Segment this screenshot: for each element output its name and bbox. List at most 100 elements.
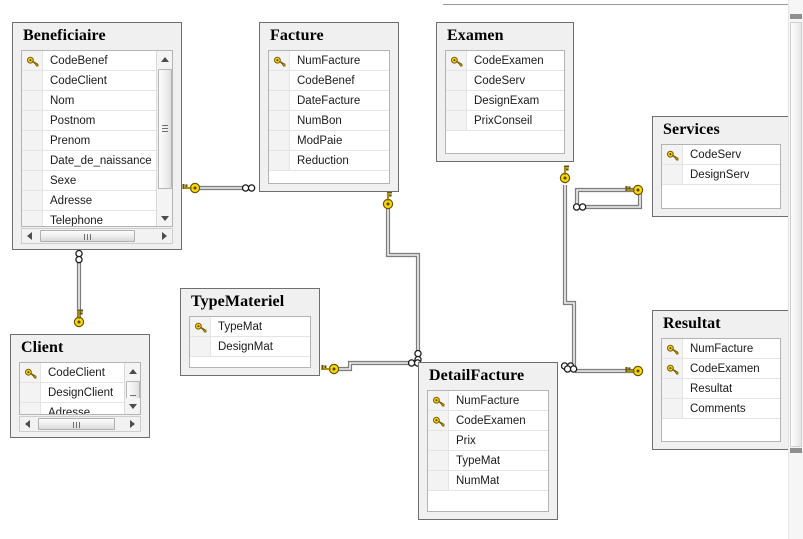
rel-typemateriel-detailfacture[interactable] (321, 359, 422, 375)
field-row[interactable]: DesignServ (662, 165, 780, 185)
row-gutter (22, 71, 43, 90)
field-name: CodeBenef (50, 54, 108, 67)
field-row[interactable]: CodeClient (22, 71, 172, 91)
grid-hscroll-thumb[interactable] (40, 230, 135, 242)
field-row[interactable]: NumFacture (428, 391, 548, 411)
scroll-left-arrow-icon[interactable] (20, 417, 36, 431)
scroll-up-arrow-icon[interactable] (157, 51, 172, 67)
field-row[interactable]: PrixConseil (446, 111, 564, 131)
field-row[interactable]: NumFacture (269, 51, 389, 71)
field-row[interactable]: TypeMat (428, 451, 548, 471)
field-row[interactable]: CodeServ (446, 71, 564, 91)
field-row[interactable]: NumMat (428, 471, 548, 491)
key-icon (433, 415, 445, 427)
rel-examen-detailfacture[interactable] (559, 165, 577, 370)
scroll-right-arrow-icon[interactable] (124, 417, 140, 431)
field-row[interactable]: ModPaie (269, 131, 389, 151)
field-name: NumFacture (690, 342, 754, 355)
field-row[interactable]: Sexe (22, 171, 172, 191)
field-row[interactable]: CodeExamen (428, 411, 548, 431)
field-row[interactable]: Date_de_naissance (22, 151, 172, 171)
scrollbar-thumb[interactable] (790, 22, 802, 447)
scroll-right-arrow-icon[interactable] (156, 229, 172, 243)
field-name: DateFacture (297, 94, 361, 107)
field-row[interactable]: Nom (22, 91, 172, 111)
key-icon (667, 149, 679, 161)
relationship-infinity-icon (560, 362, 575, 370)
field-row[interactable]: DesignExam (446, 91, 564, 111)
field-name: Comments (690, 402, 746, 415)
row-gutter (428, 511, 449, 512)
row-gutter (20, 383, 41, 402)
field-row[interactable]: Postnom (22, 111, 172, 131)
grid-horizontal-scrollbar[interactable] (21, 228, 173, 244)
field-row[interactable]: Prenom (22, 131, 172, 151)
field-row[interactable]: DesignMat (190, 337, 310, 357)
field-row[interactable]: CodeBenef (22, 51, 172, 71)
primary-key-icon (190, 317, 211, 336)
field-row[interactable]: DateFacture (269, 91, 389, 111)
rel-detailfacture-resultat[interactable] (563, 365, 644, 377)
row-gutter (22, 211, 43, 226)
field-row[interactable]: Adresse (22, 191, 172, 211)
scroll-left-arrow-icon[interactable] (22, 229, 38, 243)
rel-beneficiaire-facture[interactable] (182, 182, 256, 194)
row-gutter (269, 131, 290, 150)
field-row[interactable]: Adresse (20, 403, 140, 414)
field-row[interactable]: Resultat (662, 379, 780, 399)
scroll-down-arrow-icon[interactable] (125, 398, 140, 414)
field-row[interactable]: TypeMat (190, 317, 310, 337)
field-name: Prix (456, 434, 476, 447)
field-row[interactable]: Telephone (22, 211, 172, 226)
field-row[interactable]: Prix (428, 431, 548, 451)
field-name: TypeMat (218, 320, 263, 333)
grid-vertical-scrollbar[interactable] (124, 363, 140, 414)
empty-row (662, 439, 780, 441)
rel-facture-detailfacture[interactable] (382, 191, 422, 364)
grid-hscroll-thumb[interactable] (38, 418, 115, 430)
rel-client-beneficiaire[interactable] (73, 249, 85, 328)
field-row[interactable]: NumFacture (662, 339, 780, 359)
empty-row (662, 185, 780, 205)
scroll-down-arrow-icon[interactable] (157, 210, 172, 226)
row-gutter (446, 111, 467, 130)
field-row[interactable]: Comments (662, 399, 780, 419)
field-row[interactable]: Reduction (269, 151, 389, 171)
row-gutter (269, 91, 290, 110)
grid-scroll-thumb[interactable] (158, 69, 172, 189)
field-row[interactable]: CodeClient (20, 363, 140, 383)
field-row[interactable]: CodeServ (662, 145, 780, 165)
field-row[interactable]: CodeExamen (662, 359, 780, 379)
field-row[interactable]: CodeBenef (269, 71, 389, 91)
relationship-key-icon (321, 363, 340, 375)
row-gutter (662, 379, 683, 398)
field-row[interactable]: NumBon (269, 111, 389, 131)
table-title: DetailFacture (429, 367, 525, 384)
row-gutter (269, 71, 290, 90)
canvas-vertical-scrollbar[interactable] (788, 0, 803, 539)
grid-vertical-scrollbar[interactable] (156, 51, 172, 226)
rel-services-examen[interactable] (572, 184, 644, 211)
relationship-infinity-icon (572, 203, 587, 211)
primary-key-icon (662, 145, 683, 164)
field-row[interactable]: DesignClient (20, 383, 140, 403)
grid-horizontal-scrollbar[interactable] (19, 416, 141, 432)
field-row[interactable]: CodeExamen (446, 51, 564, 71)
scroll-up-arrow-icon[interactable] (125, 363, 140, 379)
